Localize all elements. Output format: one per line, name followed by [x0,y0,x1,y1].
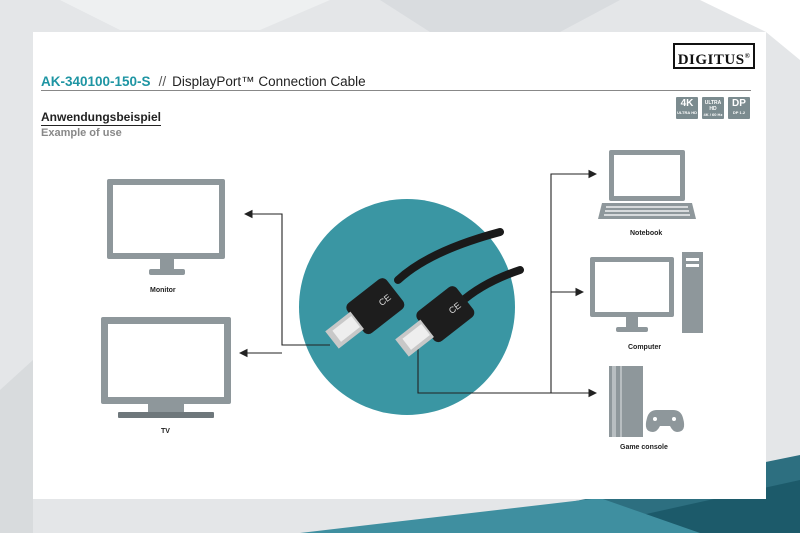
displayport-cable-icon: CE CE [325,228,524,357]
tv-icon [101,317,231,418]
badge-ultra-hd: ULTRA HD 4K / 60 Hz [702,97,724,119]
section-title: Anwendungsbeispiel [41,110,162,126]
badge-4k: 4K ULTRA HD [676,97,698,119]
monitor-icon [107,179,225,275]
device-label-tv: TV [161,428,170,435]
badge-main: 4K [680,98,694,109]
headline-separator: // [158,74,167,89]
badge-main: ULTRA HD [704,100,722,112]
brand-reg-mark: ® [744,52,751,60]
device-label-monitor: Monitor [150,287,176,294]
product-code: AK-340100-150-S [41,74,151,89]
feature-badges: 4K ULTRA HD ULTRA HD 4K / 60 Hz DP DP 1.… [676,97,750,119]
header-divider [41,90,751,91]
badge-caption: 4K / 60 Hz [703,112,723,117]
computer-icon [590,252,703,333]
badge-dp: DP DP 1.2 [728,97,750,119]
device-label-game-console: Game console [620,444,668,451]
cable-backdrop-circle [299,199,515,415]
section-subtitle: Example of use [41,127,122,139]
brand-name: DIGITUS [677,52,745,68]
device-label-computer: Computer [628,344,662,351]
brand-logo: DIGITUS® [673,43,755,69]
notebook-icon [598,150,696,219]
product-name: DisplayPort™ Connection Cable [172,74,366,89]
device-label-notebook: Notebook [630,230,663,237]
badge-caption: DP 1.2 [732,110,746,115]
product-headline: AK-340100-150-S // DisplayPort™ Connection… [41,74,366,89]
connection-lines [238,169,598,398]
game-console-icon [609,366,685,437]
badge-main: DP [732,98,746,109]
badge-caption: ULTRA HD [677,110,697,115]
